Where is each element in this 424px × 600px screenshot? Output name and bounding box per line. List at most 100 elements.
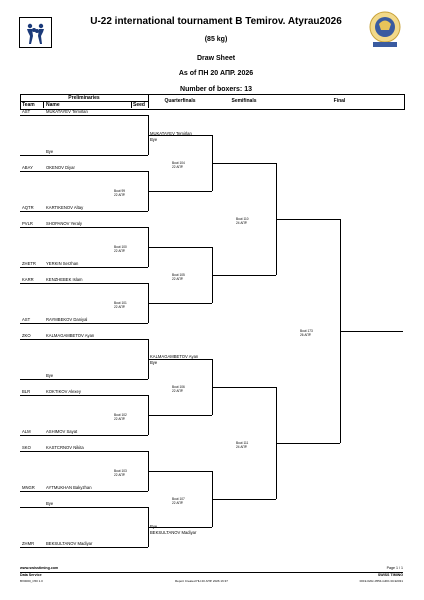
boxing-logo (19, 17, 52, 48)
entry-name: Bye (46, 501, 54, 506)
header-name: Name (46, 102, 60, 108)
header-team: Team (22, 102, 35, 108)
bracket-line (20, 379, 148, 380)
entry-team: ALM (22, 429, 31, 434)
bracket-line (148, 247, 212, 248)
entry-team: ABAY (22, 165, 33, 170)
entry-team: ZKO (22, 333, 31, 338)
tournament-emblem (368, 10, 402, 49)
bracket-line (148, 135, 212, 136)
entry-name: KOKTIKOV Alexey (46, 389, 81, 394)
entry-team: KARR (22, 277, 34, 282)
bracket-line (148, 359, 212, 360)
sheet-title: Draw Sheet (196, 55, 236, 62)
entry-team: AST (22, 109, 31, 114)
entry-team: BLR (22, 389, 31, 394)
qf-advanced-name: KALMAGAMBETOV Ayan (150, 354, 199, 359)
entry-name: KALMAGAMBETOV Ayan (46, 333, 95, 338)
bracket-line (212, 499, 276, 500)
bracket-line (148, 527, 212, 528)
qf-advanced-sub: Bye (150, 360, 158, 365)
entry-team: PVLR (22, 221, 33, 226)
entry-name: ASHIMOV Sayat (46, 429, 78, 434)
entry-name: KARTIKENOV Altay (46, 205, 84, 210)
header-quarterfinals: Quarterfinals (164, 98, 196, 104)
bracket-line (148, 471, 212, 472)
bracket-line (20, 155, 148, 156)
bracket-line (20, 323, 148, 324)
bracket-line (276, 443, 340, 444)
bracket-line (20, 507, 148, 508)
bracket-line (148, 415, 212, 416)
bracket-line (212, 387, 276, 388)
entry-team: MNGR (22, 485, 35, 490)
entry-name: Bye (46, 149, 54, 154)
footer-page: Page 1 / 1 (386, 566, 403, 570)
entry-name: KENZHEBEK Islam (46, 277, 83, 282)
bracket-line (276, 219, 340, 220)
entry-name: MUKATAYEV Temirlan (46, 109, 88, 114)
entry-name: YERKIN Serzhan (46, 261, 79, 266)
entry-name: KASTCRNOV Nikita (46, 445, 84, 450)
bracket-line (212, 275, 276, 276)
as-of-date: As of ПН 20 АПР. 2026 (178, 70, 254, 77)
weight-class: (85 kg) (204, 36, 228, 43)
header-preliminaries: Preliminaries (68, 95, 100, 101)
footer-code: BX0000_C50 1.0 (20, 579, 43, 583)
entry-name: Bye (46, 373, 54, 378)
footer-data-service: Data Service (20, 573, 42, 577)
qf-advanced-sub: Bye (150, 137, 158, 142)
qf-advanced-sub: Bye (150, 524, 158, 529)
column-header-row (20, 94, 405, 110)
footer-website[interactable]: www.swisstiming.com (20, 566, 59, 570)
bracket-line (20, 435, 148, 436)
bracket-line (20, 211, 148, 212)
entry-team: AST (22, 317, 31, 322)
header-final: Final (333, 98, 346, 104)
bracket-line (340, 331, 403, 332)
bracket-line (20, 547, 148, 548)
bracket-line (20, 115, 148, 116)
bracket-line (20, 267, 148, 268)
bracket-line (212, 163, 276, 164)
entry-team: AQTR (22, 205, 34, 210)
bracket-line (20, 491, 148, 492)
qf-advanced-name: MUKATAYEV Temirlan (150, 131, 192, 136)
qf-advanced-name: BEKSULTANOV Madiyar (150, 530, 197, 535)
page-title: U-22 international tournament B Temirov.… (90, 16, 342, 27)
bracket-line (20, 451, 148, 452)
bracket-line (148, 303, 212, 304)
entry-team: SKO (22, 445, 31, 450)
bracket-line (148, 191, 212, 192)
boxer-count: Number of boxers: 13 (180, 86, 252, 93)
entry-name: SHOPANOV Yeraly (46, 221, 82, 226)
bracket-line (20, 283, 148, 284)
entry-team: ZHMR (22, 541, 35, 546)
entry-name: OKENOV Diyar (46, 165, 75, 170)
entry-name: BEKSULTANOV Madiyar (46, 541, 93, 546)
footer-ref: 0019-020c-0554-GRO-30-92031 (359, 579, 403, 583)
footer-brand: SWISS TIMING (377, 573, 403, 577)
entry-name: AYTMUKHAN Bakyzhan (46, 485, 92, 490)
bracket-line (20, 171, 148, 172)
header-semifinals: Semifinals (231, 98, 257, 104)
entry-name: RAYMBEKOV Daniyal (46, 317, 88, 322)
bracket-line (20, 227, 148, 228)
header-seed: Seed (133, 102, 145, 108)
entry-team: ZHETR (22, 261, 36, 266)
bracket-line (20, 395, 148, 396)
footer-report-created: Report Created ПН 20 АПР. 2026 16:37 (175, 579, 228, 583)
bracket-line (20, 339, 148, 340)
